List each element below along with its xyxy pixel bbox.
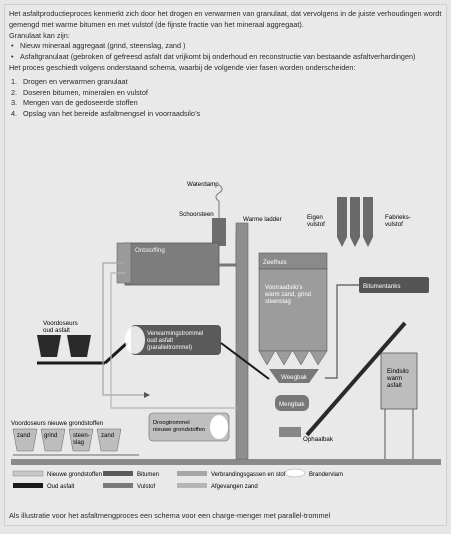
granulaat-list: Nieuw mineraal aggregaat (grind, steensl…: [9, 41, 447, 63]
legend-label: Bitumen: [137, 472, 159, 478]
list-item-label: Doseren bitumen, mineralen en vulstof: [23, 87, 148, 97]
phases-intro: Het proces geschiedt volgens onderstaand…: [9, 62, 356, 72]
skip-conveyor: [305, 321, 407, 437]
voordoseurs-oud-label-1: Voordoseurs: [43, 320, 78, 327]
intro-paragraph: Het asfaltproductieproces kenmerkt zich …: [9, 9, 442, 29]
ophaalbak: [279, 427, 301, 437]
mengbak-label: Mengbak: [279, 401, 305, 408]
bin-label: zand: [101, 433, 114, 439]
bitumen-pipe: [325, 284, 359, 379]
eindsilo-label-1: Eindsilo: [387, 368, 409, 375]
ontstoffing-label: Ontstoffing: [135, 247, 165, 254]
droogtrommel-label-1: Droogtrommel: [153, 420, 190, 426]
legend-swatch: [103, 471, 133, 476]
phases-list: 1. Drogen en verwarmen granulaat 2. Dosere…: [9, 77, 447, 120]
list-item: 4. Opslag van het bereide asfaltmengsel i…: [9, 109, 447, 120]
mengbak: [275, 395, 309, 411]
schoorsteen-label: Schoorsteen: [179, 211, 214, 218]
list-item-label: Drogen en verwarmen granulaat: [23, 76, 128, 86]
ophaalbak-label: Ophaalbak: [303, 436, 334, 443]
bin-label: zand: [17, 433, 30, 439]
eindsilo: [380, 352, 418, 410]
warme-ladder-label: Warme ladder: [243, 216, 282, 223]
figure-caption: Als illustratie voor het asfaltmengproce…: [9, 511, 331, 520]
voordoseurs-nieuw-label: Voordoseurs nieuwe grondstoffen: [11, 420, 104, 427]
oud-asfalt-bin: [67, 335, 91, 357]
legend-label: Nieuwe grondstoffen: [47, 472, 102, 478]
brandervlam-icon: [210, 415, 228, 439]
verwarmingstrommel: [131, 325, 221, 355]
silo-hoppers: [258, 350, 328, 366]
legend-swatch: [177, 471, 207, 476]
granulaat-heading: Granulaat kan zijn:: [9, 30, 70, 40]
list-item: 2. Doseren bitumen, mineralen en vulstof: [9, 88, 447, 99]
zand-return-line: [110, 272, 237, 409]
schoorsteen-stack: [212, 218, 226, 246]
gas-return-line: [102, 262, 150, 398]
voorraadsilos-label-3: steenslag: [265, 299, 291, 305]
bitumentanks-label: Bitumentanks: [363, 283, 401, 290]
asphalt-plant-diagram: Waterdamp Schoorsteen Ontstoffing Warme …: [11, 181, 441, 490]
oud-asfalt-bin: [37, 335, 61, 357]
fabrieks-vulstof-label-2: vulstof: [385, 221, 403, 228]
brandervlam-icon: [125, 326, 145, 354]
list-item: Asfaltgranulaat (gebroken of gefreesd as…: [9, 52, 447, 63]
oud-asfalt-feed: [220, 342, 270, 380]
warme-ladder: [235, 222, 249, 460]
eigen-vulstof-silos: [337, 197, 373, 247]
legend-swatch: [284, 468, 306, 478]
fabrieks-vulstof-label-1: Fabrieks-: [385, 214, 411, 221]
waterdamp-label: Waterdamp: [187, 181, 219, 188]
bin-label: grind: [44, 433, 57, 439]
legend-label: Verbrandingsgassen en stof: [211, 472, 286, 478]
weegbak: [269, 369, 319, 383]
zeefhuis-label: Zeefhuis: [263, 259, 287, 266]
list-number: 1.: [11, 76, 18, 86]
list-item-label: Opslag van het bereide asfaltmengsel in …: [23, 109, 201, 119]
eigen-vulstof-label-2: vulstof: [307, 221, 325, 228]
text-body: Het asfaltproductieproces kenmerkt zich …: [9, 9, 447, 120]
legend-swatch: [12, 470, 44, 477]
droogtrommel-label-2: nieuwe grondstoffen: [153, 427, 205, 433]
bitumentanks: [359, 277, 429, 293]
list-item: 1. Drogen en verwarmen granulaat: [9, 77, 447, 88]
eigen-vulstof-label-1: Eigen: [307, 214, 323, 221]
list-item-label: Mengen van de gedoseerde stoffen: [23, 98, 138, 108]
weegbak-label: Weegbak: [281, 374, 308, 381]
legend-swatch: [13, 483, 43, 488]
ground-line: [11, 459, 441, 465]
voordoseurs-oud-label-2: oud asfalt: [43, 327, 70, 334]
grondstof-bins: [12, 428, 122, 452]
eindsilo-label-3: asfalt: [387, 382, 402, 389]
legend-label: Afgevangen zand: [211, 484, 258, 490]
voorraadsilos-label-2: warm zand, grind: [264, 292, 311, 298]
waterdamp-icon: [215, 184, 223, 202]
eindsilo-label-2: warm: [386, 375, 402, 382]
document-page: Het asfaltproductieproces kenmerkt zich …: [4, 4, 447, 526]
legend-label: Oud asfalt: [47, 484, 75, 490]
verwarmingstrommel-label-1: Verwarmingstrommel: [147, 331, 203, 337]
bin-label: steen-: [73, 433, 90, 439]
droogtrommel: [148, 412, 230, 442]
legend-swatch: [177, 483, 207, 488]
list-number: 2.: [11, 87, 18, 97]
legend-label: Vulstof: [137, 484, 155, 490]
list-item: 3. Mengen van de gedoseerde stoffen: [9, 98, 447, 109]
bin-label: slag: [73, 440, 84, 446]
list-number: 3.: [11, 98, 18, 108]
legend-label: Brandervlam: [309, 472, 343, 478]
verwarmingstrommel-label-2: oud asfalt: [147, 338, 173, 344]
list-number: 4.: [11, 109, 18, 119]
verwarmingstrommel-label-3: (paralleltrommel): [147, 345, 192, 351]
list-item: Nieuw mineraal aggregaat (grind, steensl…: [9, 41, 447, 52]
legend-swatch: [103, 483, 133, 488]
voorraadsilos: [258, 268, 328, 352]
legend: Nieuwe grondstoffen Bitumen Verbrandings…: [12, 468, 343, 490]
voorraadsilos-label-1: Voorraadsilo's: [265, 285, 303, 291]
